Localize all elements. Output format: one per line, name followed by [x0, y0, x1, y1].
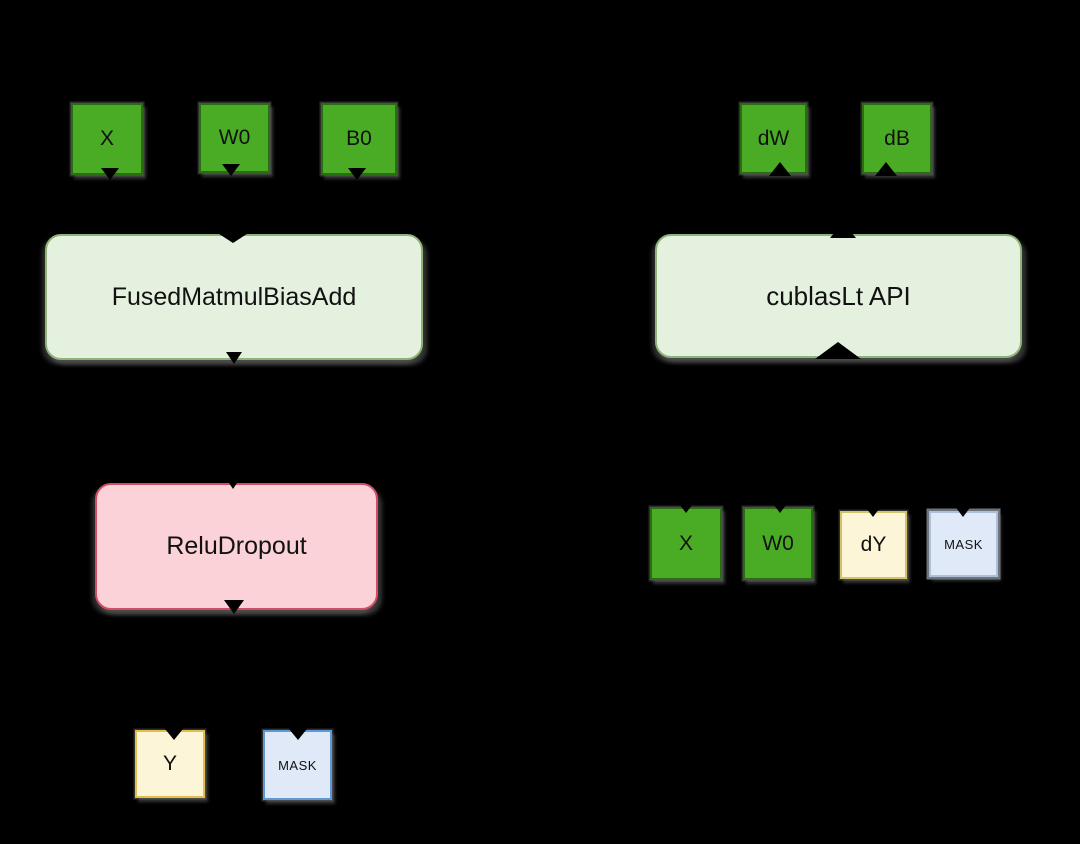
tensor-label: W0: [218, 126, 251, 149]
op-box-reludropout: ReluDropout: [95, 483, 378, 610]
arrowhead-icon: [285, 724, 311, 740]
tensor-box-w0-backward: W0: [743, 507, 813, 580]
tensor-box-x-backward: X: [650, 507, 722, 580]
arrowhead-icon: [213, 230, 253, 243]
arrowhead-icon: [101, 168, 119, 180]
arrowhead-icon: [771, 501, 789, 513]
arrowhead-icon: [677, 501, 695, 513]
tensor-box-db: dB: [862, 103, 932, 174]
op-label: cublasLt API: [766, 280, 911, 311]
tensor-label: X: [99, 127, 114, 150]
tensor-box-dy: dY: [840, 511, 907, 579]
arrowhead-icon: [954, 505, 972, 517]
arrowhead-icon: [769, 162, 791, 176]
arrowhead-icon: [864, 505, 882, 517]
tensor-box-w0-forward: W0: [199, 103, 270, 173]
op-box-cublaslt-api: cublasLt API: [655, 234, 1022, 358]
tensor-label: dB: [884, 126, 910, 150]
arrowhead-icon: [226, 352, 242, 364]
tensor-label: dY: [860, 533, 887, 556]
tensor-label: MASK: [944, 536, 983, 552]
tensor-box-y-output: Y: [135, 730, 205, 798]
arrowhead-icon: [222, 164, 240, 176]
tensor-label: X: [678, 531, 693, 555]
tensor-box-mask-output: MASK: [263, 730, 332, 800]
tensor-box-x-forward: X: [71, 103, 143, 175]
arrowhead-icon: [348, 168, 366, 180]
tensor-box-b0-forward: B0: [321, 103, 397, 175]
op-label: FusedMatmulBiasAdd: [111, 282, 357, 311]
tensor-label: dW: [757, 126, 790, 150]
arrowhead-icon: [830, 222, 856, 238]
arrowhead-icon: [815, 342, 861, 359]
arrowhead-icon: [161, 724, 187, 740]
tensor-label: B0: [346, 127, 372, 150]
arrowhead-icon: [224, 600, 244, 614]
op-box-fusedmatmulbiasadd: FusedMatmulBiasAdd: [45, 234, 423, 360]
arrowhead-icon: [225, 477, 241, 489]
tensor-label: W0: [762, 531, 794, 555]
tensor-label: Y: [162, 752, 177, 775]
tensor-box-mask-backward: MASK: [929, 511, 998, 577]
tensor-label: MASK: [278, 757, 317, 773]
arrowhead-icon: [875, 162, 897, 176]
op-label: ReluDropout: [166, 532, 307, 560]
